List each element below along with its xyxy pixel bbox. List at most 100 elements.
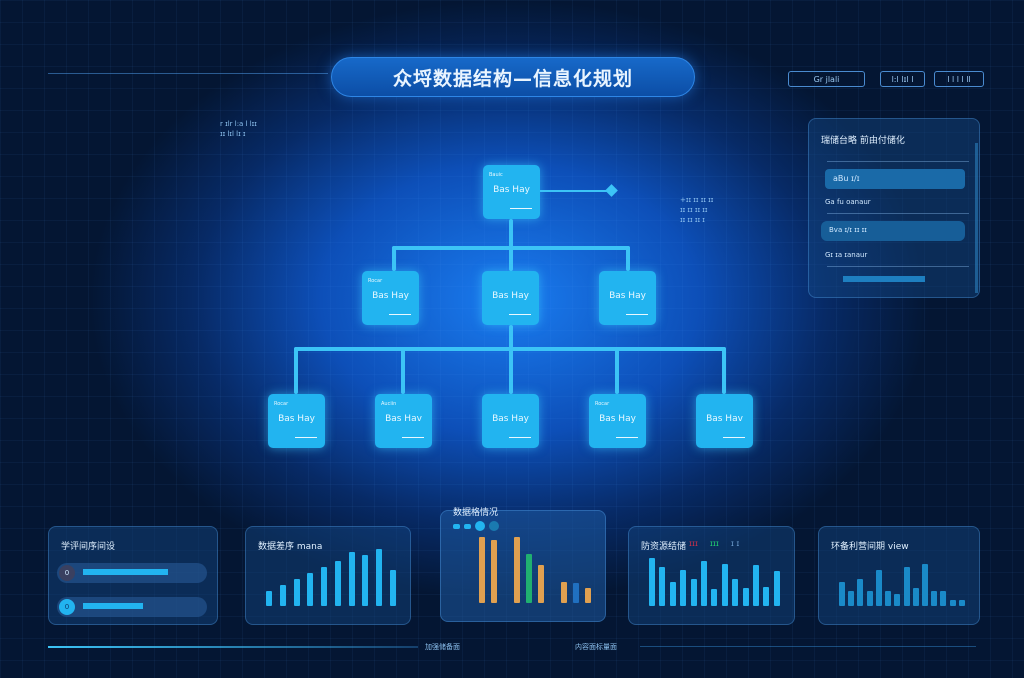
bar	[711, 589, 718, 606]
tree-node-l2[interactable]: Bas Hay	[599, 271, 656, 325]
tree-node-l3[interactable]: Bas Hav	[696, 394, 753, 448]
scrollbar[interactable]	[975, 143, 978, 293]
bar	[732, 579, 739, 606]
bar	[321, 567, 328, 606]
panel-title: 数据差序 mana	[258, 542, 323, 552]
bar	[334, 561, 341, 606]
note-top-left-2: ɪɪ lɪl lɪ ɪ	[220, 130, 246, 138]
node-underline	[509, 313, 531, 315]
progress-fill	[83, 569, 168, 575]
chart-panel-1: 数据差序 mana	[245, 526, 411, 625]
slider-track[interactable]	[827, 266, 969, 267]
bar	[921, 564, 928, 606]
bar-chart	[266, 546, 396, 606]
bar	[362, 555, 369, 606]
header-button-2[interactable]: l:l lɪl l	[880, 71, 925, 87]
option-label-2[interactable]: Ga fu oanaur	[825, 198, 871, 206]
chart-panel-4: 环备利营间期 view	[818, 526, 980, 625]
node-label: Bas Hav	[385, 414, 422, 424]
node-underline	[295, 436, 317, 438]
tree-node-l2[interactable]: Bas Hay	[482, 271, 539, 325]
legend-item: ɪɪɪ	[709, 539, 719, 548]
row-icon: 0	[59, 565, 75, 581]
note-top-left-1: r ɪlr l:a l lɪɪ	[220, 120, 257, 128]
bar	[490, 540, 497, 603]
node-tag: Rocar	[368, 278, 383, 284]
connector	[509, 325, 513, 394]
bar	[701, 561, 708, 606]
node-underline	[510, 207, 532, 209]
node-tag: Rocar	[274, 401, 289, 407]
bar	[866, 591, 873, 606]
option-label-3[interactable]: Gɪ ɪa ɪanaur	[825, 251, 868, 259]
note-right-2: ɪɪ ɪɪ ɪɪ ɪɪ	[680, 206, 708, 214]
connector	[722, 347, 726, 394]
node-tag: Bauic	[489, 172, 503, 178]
connector	[509, 219, 513, 271]
node-underline	[723, 436, 745, 438]
bar	[912, 588, 919, 606]
node-label: Bas Hay	[492, 291, 529, 301]
node-tag: Rocar	[595, 401, 610, 407]
bar-chart	[649, 546, 780, 606]
node-label: Bas Hay	[609, 291, 646, 301]
legend-item: ɪɪɪ	[689, 539, 698, 548]
bar	[537, 564, 544, 603]
node-underline	[402, 436, 424, 438]
bar	[307, 573, 314, 606]
panel-progress: 学评间序间设 0 0	[48, 526, 218, 625]
node-label: Bas Hay	[493, 185, 530, 195]
tree-node-l3[interactable]: Bas Hay	[482, 394, 539, 448]
bar	[376, 549, 383, 606]
connector	[392, 246, 396, 271]
bar	[659, 567, 666, 606]
bar	[721, 564, 728, 606]
row-icon: 0	[59, 599, 75, 615]
bar	[266, 591, 272, 606]
bar	[690, 579, 697, 606]
dot	[489, 521, 499, 531]
bar	[526, 554, 533, 603]
text-field-1[interactable]: aBu ɪ/ɪ	[825, 169, 965, 189]
bar	[763, 586, 770, 606]
slider-track[interactable]	[827, 161, 969, 162]
bar	[479, 536, 485, 603]
footer-line	[48, 646, 418, 648]
bar	[348, 552, 355, 606]
bar	[958, 600, 965, 606]
header-button-3[interactable]: l l l l ll	[934, 71, 984, 87]
progress-row[interactable]: 0	[57, 597, 207, 617]
bar-chart	[479, 533, 591, 603]
chart-panel-2: 数据格情况	[440, 508, 606, 622]
note-right-3: ɪɪ ɪɪ ɪɪ ɪ	[680, 216, 705, 224]
node-underline	[509, 436, 531, 438]
bar	[875, 570, 882, 606]
header-button-1[interactable]: Gr jlali	[788, 71, 865, 87]
dropdown-field[interactable]: Bva ɪ/ɪ ɪɪ ɪɪ	[821, 221, 965, 241]
footer-right-text: 内容面标量面	[575, 643, 617, 651]
panel-title: 数据格情况	[453, 508, 499, 518]
node-label: Bas Hay	[278, 414, 315, 424]
panel-title: 防资源结储	[641, 542, 687, 552]
bar	[649, 558, 655, 606]
note-right-1: +ɪɪ ɪɪ ɪɪ ɪɪ	[680, 196, 714, 204]
bar	[753, 565, 760, 606]
footer-line	[640, 646, 976, 647]
node-underline	[389, 313, 411, 315]
connector	[615, 347, 619, 394]
footer-left-text: 加强储备面	[425, 643, 460, 651]
slider-track[interactable]	[827, 213, 969, 214]
bar	[742, 588, 749, 606]
node-tag: Auciin	[381, 401, 397, 407]
node-label: Bas Hay	[492, 414, 529, 424]
node-label: Bas Hay	[372, 291, 409, 301]
progress-row[interactable]: 0	[57, 563, 207, 583]
bar	[903, 567, 910, 606]
